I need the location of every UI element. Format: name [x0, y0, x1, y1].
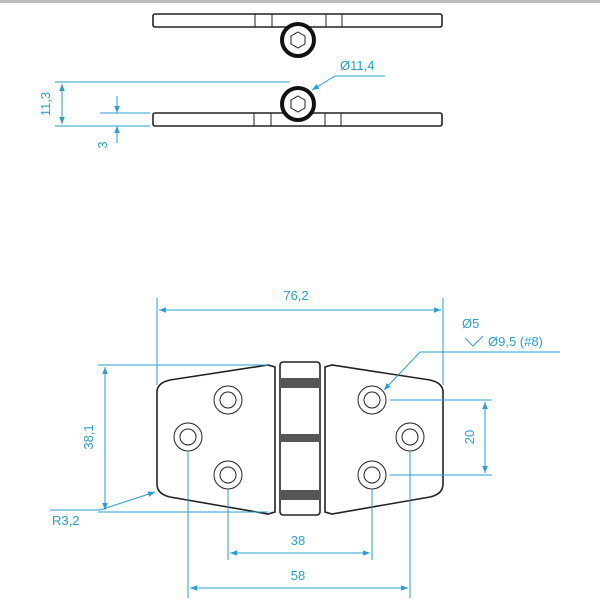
mounting-holes — [173, 385, 425, 490]
overall-height-label: 38,1 — [81, 424, 96, 449]
thickness-label: 3 — [95, 141, 110, 148]
pin-diameter-label: Ø11,4 — [340, 58, 374, 73]
side-view-open — [152, 13, 443, 58]
outer-spacing-label: 58 — [291, 568, 305, 583]
knuckle-height-label: 11,3 — [38, 92, 53, 116]
front-dimensions: 76,2 38,1 20 38 58 R3,2 Ø5 Ø9,5 (#8) — [50, 288, 560, 598]
countersink-label: Ø9,5 (#8) — [488, 334, 543, 349]
overall-width-label: 76,2 — [283, 288, 308, 303]
side-view-closed — [152, 86, 443, 127]
vertical-spacing-label: 20 — [462, 430, 477, 444]
front-view — [156, 361, 444, 516]
inner-spacing-label: 38 — [291, 533, 305, 548]
hole-diameter-label: Ø5 — [462, 316, 479, 331]
corner-radius-label: R3,2 — [52, 513, 79, 528]
side-dimensions: Ø11,4 11,3 3 — [38, 58, 385, 149]
